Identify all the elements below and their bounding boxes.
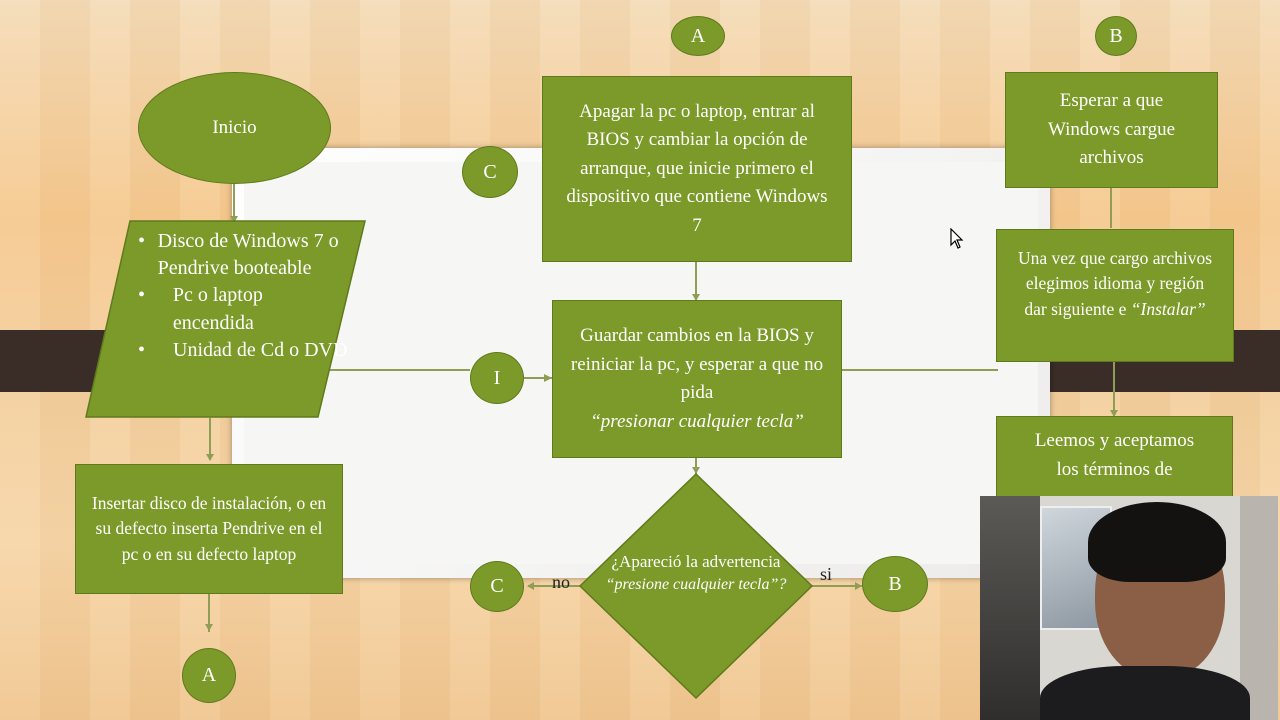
connector-a-top: A <box>671 16 725 56</box>
idioma-node: Una vez que cargo archivos elegimos idio… <box>996 229 1234 362</box>
inicio-node: Inicio <box>138 72 331 184</box>
materials-shape <box>85 220 366 418</box>
connector-b-bottom: B <box>862 556 928 612</box>
materials-item-text: Pc o laptop encendida <box>172 284 263 334</box>
edge-label-no: no <box>552 572 570 592</box>
insertar-label: Insertar disco de instalación, o en su d… <box>91 492 327 564</box>
decision-label: ¿Apareció la advertencia <box>611 552 781 571</box>
mouse-cursor-icon <box>950 227 964 255</box>
guardar-node: Guardar cambios en la BIOS y reiniciar l… <box>552 300 842 458</box>
apagar-node: Apagar la pc o laptop, entrar al BIOS y … <box>542 76 852 262</box>
connector-label: C <box>490 575 504 597</box>
decision-label-italic: “presione cualquier tecla”? <box>605 575 787 593</box>
connector-label: B <box>888 572 902 595</box>
connector-label: A <box>201 664 217 686</box>
connector-label: A <box>690 24 706 47</box>
idioma-label: Una vez que cargo archivos elegimos idio… <box>1017 248 1213 319</box>
guardar-label: Guardar cambios en la BIOS y reiniciar l… <box>570 325 824 403</box>
materials-item: •Pc o laptop encendida <box>138 282 348 336</box>
arrowhead <box>692 467 700 474</box>
esperar-label: Esperar a que Windows cargue archivos <box>1047 90 1176 169</box>
guardar-label-italic: “presionar cualquier tecla” <box>590 410 804 432</box>
webcam-shelf <box>980 496 1040 720</box>
webcam-person-hair <box>1088 502 1226 582</box>
connector-b-top: B <box>1095 16 1137 56</box>
idioma-label-italic: “Instalar” <box>1130 298 1206 319</box>
materials-node: •Disco de Windows 7 o Pendrive booteable… <box>138 228 348 364</box>
connector-i: I <box>470 352 524 404</box>
connector-c-bottom: C <box>470 561 524 612</box>
decision-node: ¿Apareció la advertencia “presione cualq… <box>590 550 802 596</box>
edge-label-si: si <box>820 564 833 584</box>
webcam-person-shirt <box>1040 666 1250 720</box>
materials-item: •Disco de Windows 7 o Pendrive booteable <box>138 228 348 282</box>
arrowhead <box>230 216 238 223</box>
decision-shape <box>578 472 814 700</box>
connector-label: I <box>493 366 501 389</box>
inicio-label: Inicio <box>212 116 257 138</box>
connector-a-bottom: A <box>182 648 236 703</box>
arrowhead <box>1110 410 1118 417</box>
connector-c-mid: C <box>462 146 518 198</box>
apagar-label: Apagar la pc o laptop, entrar al BIOS y … <box>566 100 828 236</box>
arrowhead <box>205 624 213 631</box>
connector-label: C <box>483 160 497 183</box>
arrowhead <box>855 582 862 590</box>
arrowhead <box>527 582 534 590</box>
webcam-overlay <box>980 496 1278 720</box>
arrowhead <box>544 374 552 382</box>
materials-item: •Unidad de Cd o DVD <box>138 337 348 364</box>
arrowhead <box>692 294 700 301</box>
connector-label: B <box>1109 24 1123 47</box>
insertar-node: Insertar disco de instalación, o en su d… <box>75 464 343 594</box>
materials-item-text: Disco de Windows 7 o Pendrive booteable <box>157 230 339 280</box>
arrowhead <box>206 454 214 461</box>
esperar-node: Esperar a que Windows cargue archivos <box>1005 72 1218 188</box>
materials-item-text: Unidad de Cd o DVD <box>173 338 348 361</box>
webcam-wall <box>1240 496 1278 720</box>
leemos-label: Leemos y aceptamos los términos de <box>1034 430 1195 480</box>
